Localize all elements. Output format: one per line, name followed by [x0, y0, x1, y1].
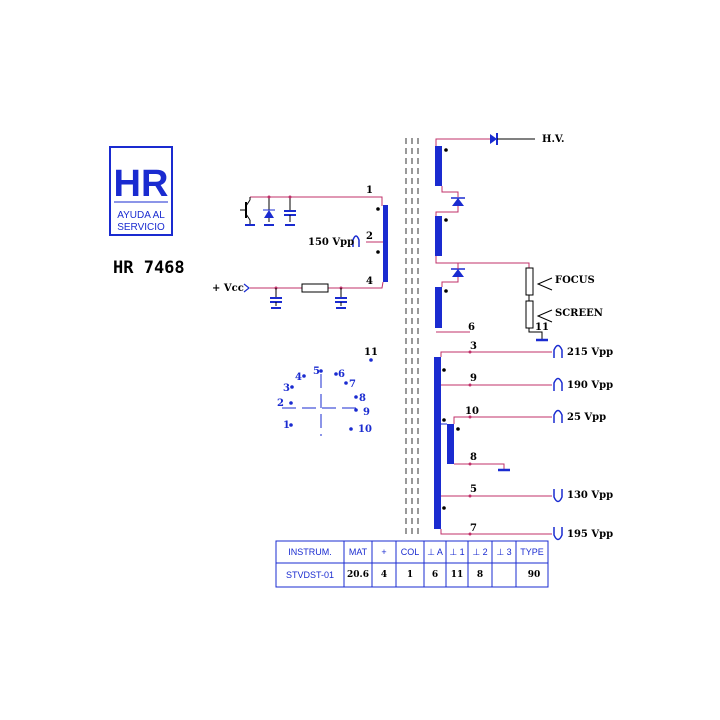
table-header-gnd-2: ⊥ 2 — [472, 547, 487, 557]
pinout-9: 9 — [363, 407, 370, 418]
logo: HR AYUDA AL SERVICIO — [109, 146, 173, 236]
focus-label: FOCUS — [555, 275, 595, 286]
output-label-195: 195 Vpp — [567, 529, 613, 540]
primary-circuit — [240, 195, 388, 309]
table-header-instrum: INSTRUM. — [288, 547, 332, 557]
primary-pin-1: 1 — [366, 185, 373, 196]
pinout-5: 5 — [313, 366, 320, 377]
output-label-190: 190 Vpp — [567, 380, 613, 391]
pinout-6: 6 — [338, 369, 345, 380]
pin-7: 7 — [470, 523, 477, 534]
table-header-gnd-3: ⊥ 3 — [496, 547, 511, 557]
table-cell-gnd-1: 11 — [451, 570, 464, 580]
pin-11: 11 — [535, 322, 549, 333]
hv-section — [435, 133, 553, 342]
output-label-215: 215 Vpp — [567, 347, 613, 358]
table-cell-col: 1 — [407, 570, 413, 580]
table-cell-instrum: STVDST-01 — [286, 570, 334, 580]
hv-label: H.V. — [542, 134, 564, 145]
table-header-type: TYPE — [520, 547, 544, 557]
primary-pin-4: 4 — [366, 276, 373, 287]
logo-line2: SERVICIO — [117, 222, 165, 233]
pinout-10: 10 — [358, 424, 372, 435]
primary-pin-2: 2 — [366, 231, 373, 242]
output-label-25: 25 Vpp — [567, 412, 606, 423]
model-number: HR 7468 — [113, 258, 185, 278]
pin-3: 3 — [470, 341, 477, 352]
pin-6: 6 — [468, 322, 475, 333]
pin-10: 10 — [465, 406, 479, 417]
table-cell-type: 90 — [528, 570, 541, 580]
table-cell-plus: 4 — [381, 570, 387, 580]
pin-5: 5 — [470, 484, 477, 495]
primary-pulse-label: 150 Vpp — [308, 237, 354, 248]
table-header-col: COL — [401, 547, 420, 557]
vcc-label: + Vcc — [212, 283, 244, 294]
pinout-7: 7 — [349, 379, 356, 390]
pinout-1: 1 — [283, 420, 290, 431]
logo-letters: HR — [114, 163, 169, 205]
pin-8: 8 — [470, 452, 477, 463]
table-header-plus: + — [381, 547, 386, 557]
secondary-windings — [434, 344, 563, 541]
pinout-3: 3 — [283, 383, 290, 394]
output-label-130: 130 Vpp — [567, 490, 613, 501]
transformer-core — [405, 138, 419, 536]
pinout-2: 2 — [277, 398, 284, 409]
logo-line1: AYUDA AL — [117, 210, 165, 221]
table-header-mat: MAT — [349, 547, 368, 557]
pinout-8: 8 — [359, 393, 366, 404]
screen-label: SCREEN — [555, 308, 603, 319]
spec-table — [275, 540, 549, 588]
table-cell-gnd-2: 8 — [477, 570, 483, 580]
pinout-4: 4 — [295, 372, 302, 383]
table-cell-gnd-a: 6 — [432, 570, 438, 580]
pinout-11: 11 — [364, 347, 378, 358]
pin-9: 9 — [470, 373, 477, 384]
pinout-diagram — [282, 358, 373, 436]
table-header-gnd-a: ⊥ A — [427, 547, 443, 557]
table-header-gnd-1: ⊥ 1 — [449, 547, 464, 557]
table-cell-mat: 20.6 — [347, 570, 369, 580]
